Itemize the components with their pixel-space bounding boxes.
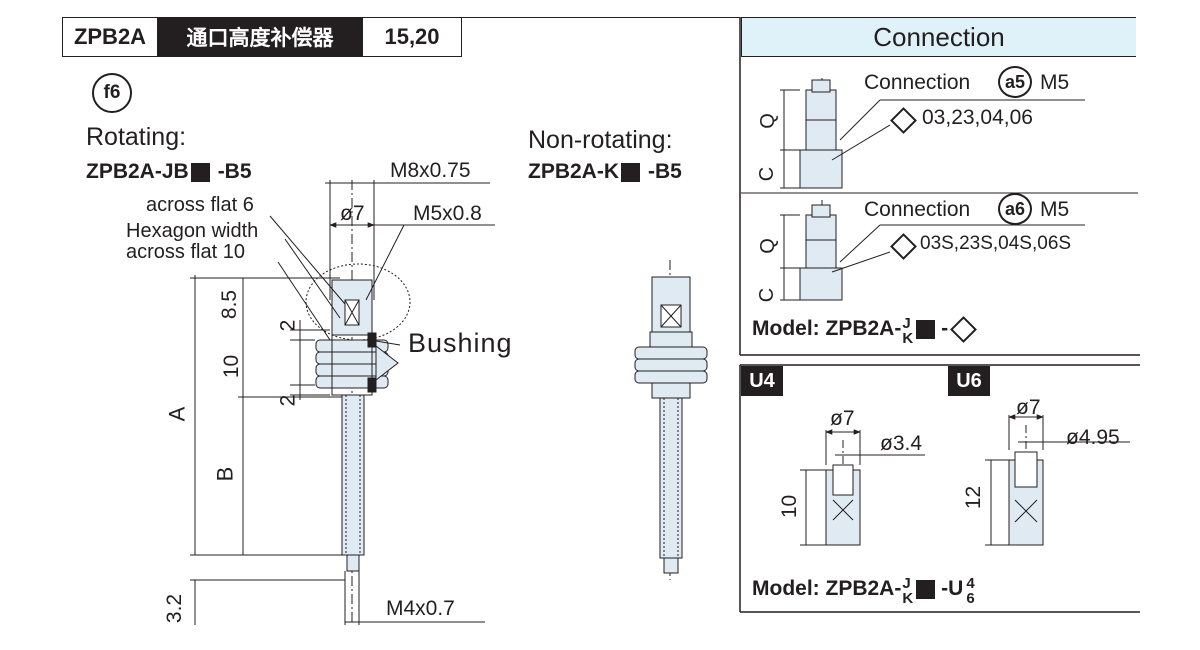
jk-top: J: [902, 315, 911, 332]
rotating-model-prefix: ZPB2A-JB: [86, 160, 189, 183]
a5-options-label: 03,23,04,06: [922, 106, 1033, 129]
u6-diameter-label: ø7: [1016, 396, 1041, 419]
placeholder-square-icon: [621, 162, 641, 182]
header-rule: [462, 17, 740, 18]
u4-inner-diameter-label: ø3.4: [880, 432, 923, 455]
u4-diameter-label: ø7: [830, 407, 855, 430]
connection-title: Connection: [741, 17, 1136, 57]
f6-badge: f6: [92, 73, 132, 113]
diamond-icon: [950, 315, 978, 343]
thread-bottom-label: M4x0.7: [386, 597, 455, 620]
dim-8-5-label: 8.5: [218, 289, 242, 320]
u4-tag: U4: [741, 366, 783, 396]
series-code: ZPB2A: [62, 17, 158, 57]
placeholder-square-icon: [916, 579, 936, 599]
nonrotating-model-prefix: ZPB2A-K: [528, 160, 620, 183]
u6-tag: U6: [948, 366, 990, 396]
u6-drawing: [985, 414, 1130, 546]
u4-drawing: [800, 429, 925, 546]
u-size-bottom: 6: [966, 590, 975, 607]
connection-a6-drawing: [780, 200, 1085, 301]
nonrotating-model-suffix: -B5: [648, 160, 682, 183]
u6-inner-diameter-label: ø4.95: [1066, 426, 1120, 449]
u-model-prefix: Model: ZPB2A-: [752, 577, 902, 600]
series-size: 15,20: [362, 17, 462, 57]
a5-badge: a5: [998, 66, 1032, 98]
thread-m5-label: M5x0.8: [413, 202, 482, 225]
a6-options-label: 03S,23S,04S,06S: [920, 233, 1072, 254]
dim-10-label: 10: [220, 354, 244, 379]
a5-dim-q-label: Q: [756, 113, 779, 129]
jk-selector: J K: [902, 576, 913, 606]
series-name: 通口高度补偿器: [157, 17, 363, 57]
rotating-model-suffix: -B5: [217, 160, 252, 183]
placeholder-square-icon: [190, 162, 210, 182]
jk-bottom: K: [902, 590, 914, 607]
connection-a5-drawing: [780, 78, 1085, 190]
dim-B-label: B: [212, 466, 238, 482]
u-model-suffix: -U: [941, 577, 964, 600]
connection-model-prefix: Model: ZPB2A-: [752, 317, 902, 340]
rotating-drawing: [190, 180, 495, 625]
placeholder-square-icon: [916, 319, 936, 339]
dim-A-label: A: [164, 406, 190, 422]
jk-selector: J K: [902, 316, 913, 346]
a6-badge: a6: [998, 193, 1032, 225]
thread-top-label: M8x0.75: [390, 159, 471, 182]
a6-thread-label: M5: [1040, 198, 1070, 221]
hexagon-width-label: Hexagon width: [126, 220, 259, 242]
rotating-label: Rotating:: [86, 123, 187, 151]
across-flat-10-label: across flat 10: [126, 241, 245, 263]
a6-dim-q-label: Q: [756, 238, 779, 254]
u-model: Model: ZPB2A- J K -U 4 6: [752, 574, 976, 606]
a5-connection-label: Connection: [864, 71, 971, 94]
connection-model: Model: ZPB2A- J K -: [752, 314, 979, 346]
diameter-label: ø7: [340, 202, 365, 225]
dim-2-bottom-label: 2: [276, 394, 300, 407]
rotating-model: ZPB2A-JB -B5: [86, 160, 252, 184]
nonrotating-label: Non-rotating:: [528, 126, 673, 154]
jk-bottom: K: [902, 330, 914, 347]
a6-connection-label: Connection: [864, 198, 971, 221]
dim-3-2-label: 3.2: [163, 593, 187, 624]
u-size-selector: 4 6: [966, 576, 974, 606]
u-size-top: 4: [966, 575, 975, 592]
nonrotating-model: ZPB2A-K -B5: [528, 160, 682, 184]
connection-model-sep: -: [941, 317, 949, 340]
nonrotating-drawing: [634, 260, 708, 580]
a5-thread-label: M5: [1040, 71, 1070, 94]
a6-dim-c-label: C: [756, 287, 779, 303]
u4-height-label: 10: [778, 494, 802, 519]
across-flat-6-label: across flat 6: [146, 194, 254, 216]
jk-top: J: [902, 575, 911, 592]
u6-height-label: 12: [962, 485, 986, 510]
a5-dim-c-label: C: [756, 166, 779, 182]
bushing-label: Bushing: [408, 328, 513, 358]
dim-2-top-label: 2: [276, 319, 300, 332]
